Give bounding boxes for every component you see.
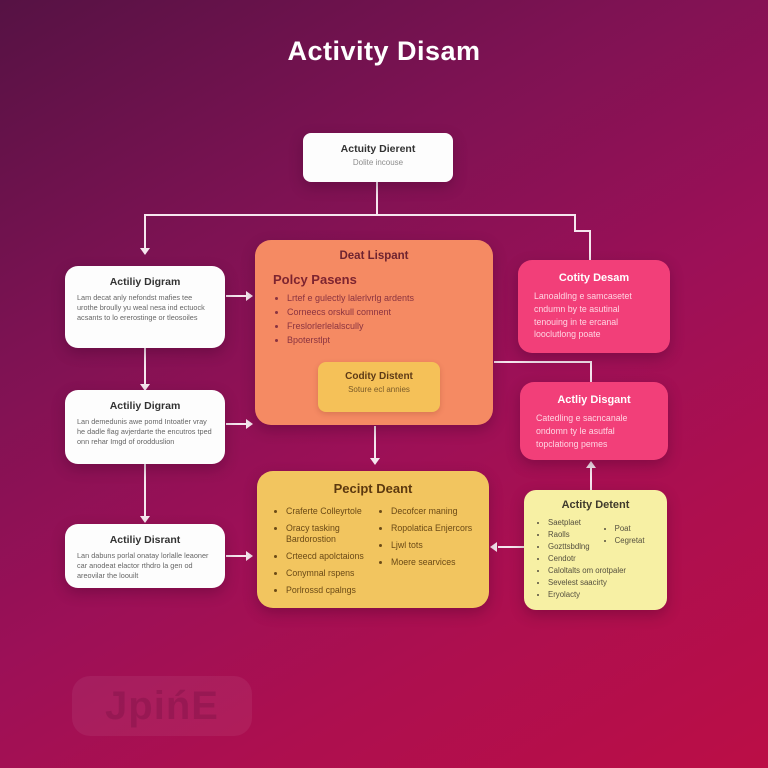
- arrowhead-to-process-1: [246, 291, 253, 301]
- bullet-item: Sevelest saacirty: [548, 578, 655, 587]
- arrowhead-process-receipt: [370, 458, 380, 465]
- node-start-title: Actuity Dierent: [340, 143, 416, 155]
- node-right-2-body: Catedling e sacncanale ondomn ty le asut…: [536, 413, 628, 449]
- node-receipt-bullets-left: Craferte Colleyrtole Oracy tasking Bardo…: [273, 506, 368, 602]
- node-start-subtitle: Dolite incouse: [352, 158, 404, 167]
- bullet-item: Oracy tasking Bardorostion: [286, 523, 368, 545]
- bullet-item: Bpoterstlpt: [287, 335, 475, 345]
- node-right-1: Cotity Desam Lanoaldlng e samcasetet cnd…: [518, 260, 670, 353]
- arrowhead-to-pink2: [586, 461, 596, 468]
- connector-left1-left2: [144, 348, 146, 386]
- connector-top-horizontal: [144, 214, 576, 216]
- connector-right-jog: [574, 230, 591, 232]
- node-right-1-title: Cotity Desam: [558, 272, 630, 284]
- node-process-inner-title: Codity Distent: [345, 371, 413, 382]
- connector-process-receipt: [374, 426, 376, 460]
- bullet-item: Ropolatica Enjercors: [391, 523, 473, 534]
- connector-detail-pink2: [590, 468, 592, 490]
- bullet-item: Crteecd apolctaions: [286, 551, 368, 562]
- arrowhead-to-left-box3: [140, 516, 150, 523]
- connector-right-drop-1: [574, 214, 576, 232]
- arrowhead-detail-to-receipt: [490, 542, 497, 552]
- node-receipt: Pecipt Deant Craferte Colleyrtole Oracy …: [257, 471, 489, 608]
- node-left-3-title: Actiliy Disrant: [109, 534, 181, 546]
- connector-process-pink2-horizontal: [494, 361, 592, 363]
- node-start: Actuity Dierent Dolite incouse: [303, 133, 453, 182]
- node-process-title: Deat Lispant: [339, 250, 409, 262]
- bullet-item: Caloltalts om orotpaler: [548, 566, 655, 575]
- node-detail-title: Actity Detent: [561, 499, 630, 511]
- arrowhead-to-process-2: [246, 419, 253, 429]
- arrowhead-to-left-box1: [140, 248, 150, 255]
- node-receipt-title: Pecipt Deant: [333, 481, 413, 496]
- connector-left1-process: [226, 295, 248, 297]
- node-right-2-title: Actliy Disgant: [557, 394, 631, 406]
- connector-process-pink2-drop: [590, 361, 592, 382]
- node-left-1: Actiliy Digram Lam decat anly nefondst m…: [65, 266, 225, 348]
- page-title: Activity Disam: [287, 36, 481, 66]
- bullet-item: Craferte Colleyrtole: [286, 506, 368, 517]
- bullet-item: Porlrossd cpalngs: [286, 585, 368, 596]
- connector-top-stem: [376, 182, 378, 216]
- node-process-inner-subtitle: Soture ecl annies: [348, 385, 410, 394]
- bullet-item: Ljwl tots: [391, 540, 473, 551]
- connector-left3-receipt: [226, 555, 248, 557]
- bullet-item: Freslorlerlelalscully: [287, 321, 475, 331]
- node-process-subtitle: Polcy Pasens: [273, 272, 357, 287]
- arrowhead-to-left-box2: [140, 384, 150, 391]
- node-right-1-body: Lanoaldlng e samcasetet cndumn by te asu…: [534, 291, 632, 340]
- bullet-item: Cegretat: [615, 536, 645, 545]
- node-left-3-body: Lan dabuns porlal onatay lorlalle leaone…: [77, 551, 209, 581]
- node-left-2-body: Lan demedunis awe pomd Intoatler vray he…: [77, 417, 212, 447]
- node-detail: Actity Detent Saetplaet Raolls Gozttsbdl…: [524, 490, 667, 610]
- bullet-item: Raolls: [548, 530, 655, 539]
- node-left-3: Actiliy Disrant Lan dabuns porlal onatay…: [65, 524, 225, 588]
- connector-left2-left3: [144, 464, 146, 518]
- connector-detail-receipt: [498, 546, 525, 548]
- watermark: JpińE: [72, 676, 252, 736]
- node-detail-bullets-left: Saetplaet Raolls Gozttsbdlng Cendotr Cal…: [536, 518, 655, 599]
- bullet-item: Gozttsbdlng: [548, 542, 655, 551]
- bullet-item: Poat: [615, 524, 645, 533]
- connector-left2-process: [226, 423, 248, 425]
- node-left-1-body: Lam decat anly nefondst mafies tee uroth…: [77, 293, 205, 323]
- bullet-item: Moere searvices: [391, 557, 473, 568]
- bullet-item: Eryolacty: [548, 590, 655, 599]
- bullet-item: Decofcer maning: [391, 506, 473, 517]
- bullet-item: Lrtef e gulectly lalerlvrlg ardents: [287, 293, 475, 303]
- bullet-item: Conymnal rspens: [286, 568, 368, 579]
- bullet-item: Saetplaet: [548, 518, 655, 527]
- node-process-inner: Codity Distent Soture ecl annies: [318, 362, 440, 412]
- bullet-item: Corneecs orskull comnent: [287, 307, 475, 317]
- node-left-2-title: Actiliy Digram: [109, 400, 181, 412]
- connector-right-drop-2: [589, 230, 591, 260]
- node-left-1-title: Actiliy Digram: [109, 276, 181, 288]
- node-process-bullet-list: Lrtef e gulectly lalerlvrlg ardents Corn…: [273, 293, 475, 345]
- node-process: Deat Lispant Polcy Pasens Lrtef e gulect…: [255, 240, 493, 425]
- connector-left-drop: [144, 214, 146, 250]
- node-receipt-bullets-right: Decofcer maning Ropolatica Enjercors Ljw…: [378, 506, 473, 602]
- node-left-2: Actiliy Digram Lan demedunis awe pomd In…: [65, 390, 225, 464]
- node-detail-bullets-right: Poat Cegretat: [603, 524, 645, 548]
- bullet-item: Cendotr: [548, 554, 655, 563]
- node-right-2: Actliy Disgant Catedling e sacncanale on…: [520, 382, 668, 460]
- arrowhead-to-receipt: [246, 551, 253, 561]
